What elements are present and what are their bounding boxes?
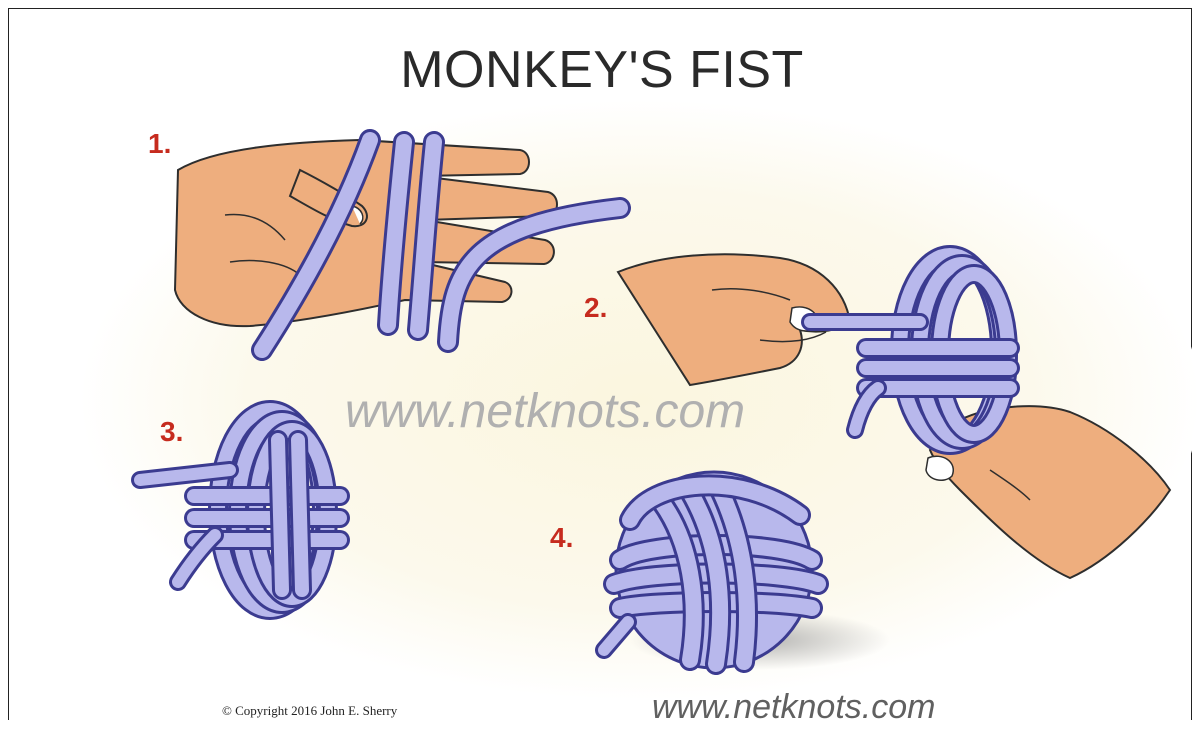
footer-url: www.netknots.com	[652, 688, 935, 727]
copyright-text: © Copyright 2016 John E. Sherry	[222, 703, 397, 719]
watermark-text: www.netknots.com	[345, 384, 745, 439]
step-3-number: 3.	[160, 416, 183, 448]
step-4-number: 4.	[550, 522, 573, 554]
diagram-title: MONKEY'S FIST	[0, 40, 1204, 100]
step-2-number: 2.	[584, 292, 607, 324]
step-1-number: 1.	[148, 128, 171, 160]
